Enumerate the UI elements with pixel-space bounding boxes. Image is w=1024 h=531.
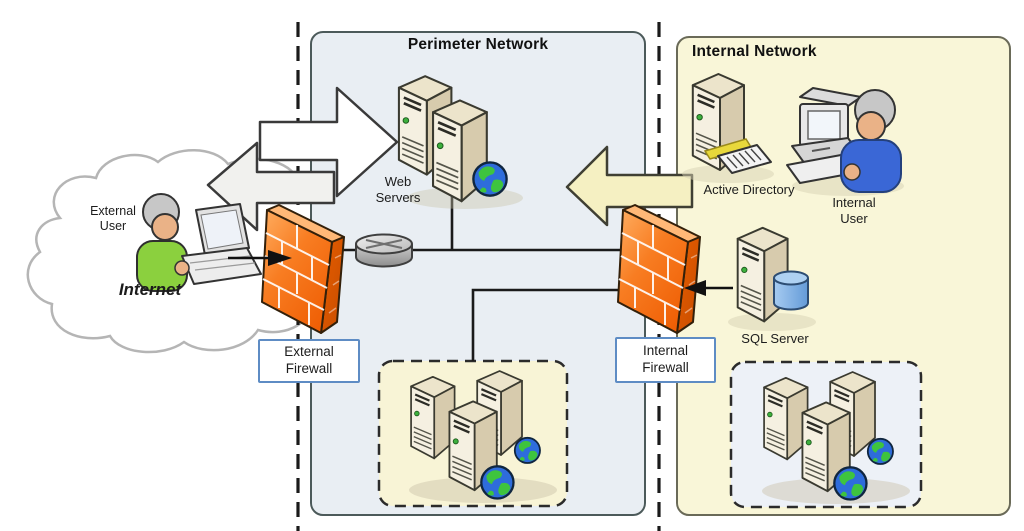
outbound-traffic-arrow-icon <box>258 86 399 198</box>
external-firewall-label-box: External Firewall <box>258 339 360 383</box>
sql-server-icon <box>728 226 816 331</box>
internal-user-icon <box>786 87 904 196</box>
external-firewall-label: External Firewall <box>284 344 334 376</box>
active-directory-icon <box>682 72 774 183</box>
external-user-icon <box>136 193 262 292</box>
internal-firewall-label: Internal Firewall <box>642 343 689 375</box>
hub-switch-icon <box>355 233 413 268</box>
sql-to-firewall-arrow <box>684 280 733 296</box>
internal-traffic-arrow-icon <box>565 145 694 227</box>
internal-firewall-label-box: Internal Firewall <box>615 337 716 383</box>
web-servers-icon <box>397 74 523 209</box>
user-to-firewall-arrow <box>228 250 292 266</box>
